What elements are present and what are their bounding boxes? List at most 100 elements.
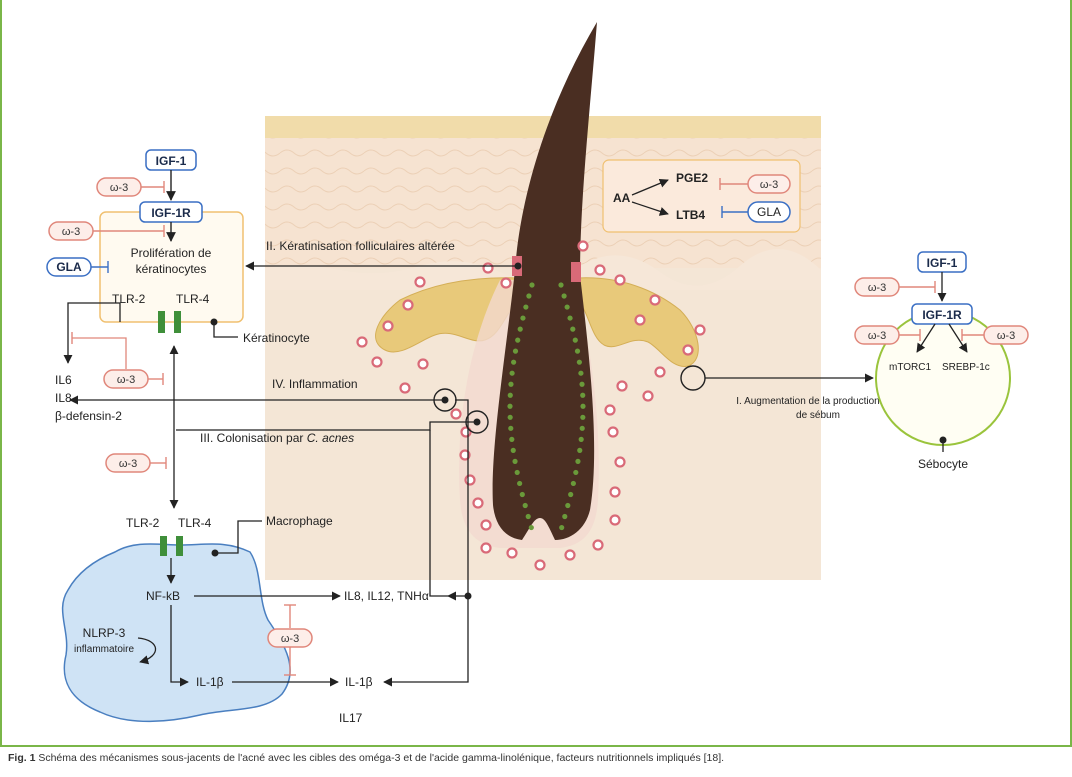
- step1-label-2: de sébum: [796, 410, 840, 421]
- il6-label: IL6: [55, 373, 72, 387]
- follicle-dot: [559, 524, 565, 531]
- igf1-label-left: IGF-1: [156, 154, 187, 168]
- omega3-pill-sebo-3: ω-3: [983, 325, 1029, 345]
- il1b-label-outer: IL-1β: [345, 675, 373, 689]
- follicle-cell: [607, 426, 619, 438]
- il17-label: IL17: [339, 711, 363, 725]
- follicle-dot: [525, 513, 531, 520]
- srebp1c-label: SREBP-1c: [942, 362, 990, 373]
- follicle-cell: [642, 390, 654, 402]
- il1b-label-inner: IL-1β: [196, 675, 224, 689]
- beta-defensin-label: β-defensin-2: [55, 409, 122, 423]
- follicle-dot: [528, 524, 534, 531]
- follicle-cell: [356, 336, 368, 348]
- follicle-cell: [480, 542, 492, 554]
- follicle-cell: [649, 294, 661, 306]
- follicle-cell: [371, 356, 383, 368]
- svg-text:ω-3: ω-3: [110, 182, 128, 194]
- follicle-dot: [507, 403, 513, 409]
- step3-label: III. Colonisation par C. acnes: [200, 431, 354, 445]
- follicle-cell: [482, 262, 494, 274]
- follicle-cell: [534, 559, 546, 571]
- follicle-dot: [517, 326, 523, 332]
- omega3-pill-4: ω-3: [105, 453, 151, 473]
- follicle-cell: [417, 358, 429, 370]
- follicle-cell: [682, 344, 694, 356]
- follicle-dot: [577, 447, 583, 453]
- igf1r-label-left: IGF-1R: [151, 206, 191, 220]
- omega3-pill-3: ω-3: [103, 369, 149, 389]
- follicle-dot: [578, 370, 584, 376]
- svg-text:ω-3: ω-3: [868, 282, 886, 294]
- follicle-dot: [580, 403, 586, 409]
- nlrp3-label-2: inflammatoire: [74, 644, 134, 655]
- follicle-cell: [480, 519, 492, 531]
- step4-label: IV. Inflammation: [272, 377, 358, 391]
- follicle-cell: [399, 382, 411, 394]
- follicle-dot: [574, 348, 581, 354]
- follicle-dot: [510, 447, 516, 453]
- follicle-cell: [464, 474, 476, 486]
- follicle-dot: [508, 381, 514, 387]
- follicle-cell: [450, 408, 462, 420]
- mtorc1-label: mTORC1: [889, 362, 931, 373]
- nlrp3-label-1: NLRP-3: [83, 626, 126, 640]
- follicle-dot: [509, 436, 515, 442]
- svg-text:ω-3: ω-3: [868, 330, 886, 342]
- pge2-label: PGE2: [676, 171, 708, 185]
- follicle-dot: [576, 359, 582, 365]
- follicle-dot: [512, 458, 518, 464]
- svg-text:GLA: GLA: [56, 260, 82, 274]
- follicle-cell: [564, 549, 576, 561]
- follicle-dot: [508, 425, 514, 431]
- omega3-pill-1: ω-3: [96, 177, 142, 197]
- gla-pill-left: GLA: [46, 257, 92, 277]
- gla-pill-aa: GLA: [747, 201, 791, 223]
- svg-text:ω-3: ω-3: [117, 374, 135, 386]
- skin-illustration: [265, 22, 821, 580]
- macrophage-label: Macrophage: [266, 514, 333, 528]
- follicle-dot: [572, 337, 578, 343]
- follicle-dot: [580, 414, 586, 420]
- figure-caption: Fig. 1 Schéma des mécanismes sous-jacent…: [8, 752, 725, 764]
- follicle-cell: [506, 547, 518, 559]
- follicle-green-dots: [507, 282, 586, 531]
- svg-text:ω-3: ω-3: [997, 330, 1015, 342]
- hair-shaft: [492, 22, 597, 540]
- follicle-dot: [578, 436, 584, 442]
- aa-label: AA: [613, 191, 631, 205]
- svg-text:ω-3: ω-3: [281, 633, 299, 645]
- sebocyte-label: Sébocyte: [918, 457, 968, 471]
- figure-frame: [0, 0, 1072, 747]
- follicle-dot: [575, 458, 581, 464]
- igf1r-label-right: IGF-1R: [922, 308, 962, 322]
- tlr-receptor-bottom-2: [176, 536, 183, 556]
- proliferation-label-2: kératinocytes: [136, 262, 207, 276]
- svg-text:ω-3: ω-3: [62, 226, 80, 238]
- follicle-dot: [568, 491, 574, 498]
- keratinocyte-label: Kératinocyte: [243, 331, 310, 345]
- tlr2-label-top: TLR-2: [112, 292, 146, 306]
- follicle-dot: [570, 480, 576, 487]
- omega3-pill-macro: ω-3: [267, 628, 313, 648]
- follicle-cell: [634, 314, 646, 326]
- follicle-dot: [565, 502, 571, 509]
- macrophage-cell: [61, 543, 291, 723]
- follicle-cell: [382, 320, 394, 332]
- omega3-pill-2: ω-3: [48, 221, 94, 241]
- tlr-receptor-bottom-1: [160, 536, 167, 556]
- follicle-dot: [511, 359, 517, 365]
- nfkb-label: NF-kB: [146, 589, 180, 603]
- tlr-receptor-top-2: [174, 311, 181, 333]
- follicle-cell: [604, 404, 616, 416]
- follicle-cell: [577, 240, 589, 252]
- follicle-dot: [573, 469, 579, 476]
- follicle-dot: [558, 282, 564, 288]
- tlr4-label-bottom: TLR-4: [178, 516, 212, 530]
- follicle-dot: [580, 392, 586, 398]
- follicle-cell: [654, 366, 666, 378]
- igf1r-box-right: [911, 303, 973, 325]
- follicle-cell: [592, 539, 604, 551]
